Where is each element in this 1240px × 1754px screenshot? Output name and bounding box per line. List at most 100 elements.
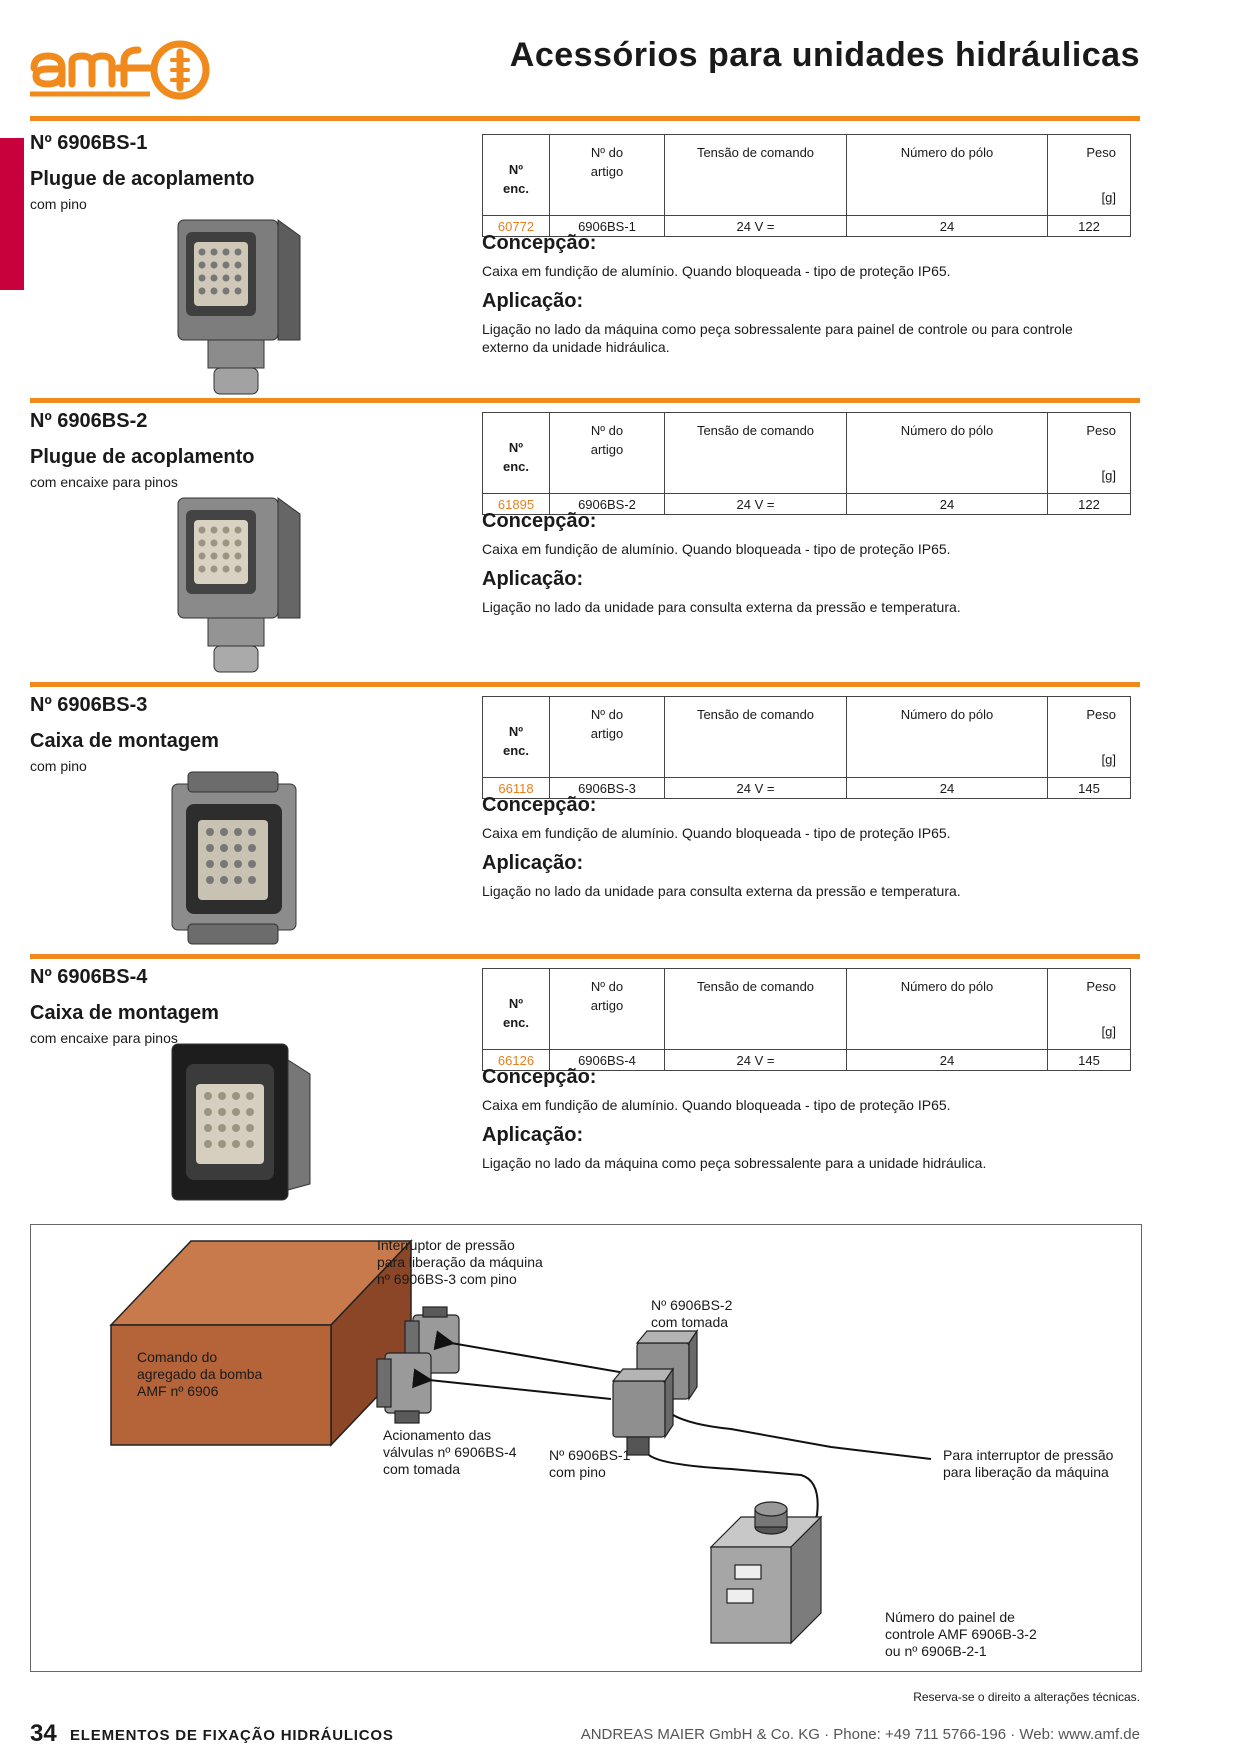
voltage-value: 24 V = xyxy=(664,1049,847,1071)
mounted-housing-bottom xyxy=(376,1352,432,1424)
coupling-plug-with-pins-icon xyxy=(177,219,301,395)
poles-value: 24 xyxy=(846,215,1048,237)
aplic-text: Ligação no lado da unidade para consulta… xyxy=(482,599,961,615)
th-voltage: Tensão de comando xyxy=(664,134,847,216)
aplic-heading: Aplicação: xyxy=(482,290,584,312)
section-divider xyxy=(30,398,1140,403)
th-weight: Peso[g] xyxy=(1047,134,1131,216)
concep-heading: Concepção: xyxy=(482,510,597,532)
section-divider xyxy=(30,954,1140,959)
section-number-3: Nº 6906BS-3 xyxy=(30,694,148,716)
section-number-1: Nº 6906BS-1 xyxy=(30,132,148,154)
voltage-value: 24 V = xyxy=(664,777,847,799)
label-valves: Acionamento das válvulas nº 6906BS-4 com… xyxy=(383,1427,517,1477)
concep-text: Caixa em fundição de alumínio. Quando bl… xyxy=(482,1097,951,1113)
aplic-heading: Aplicação: xyxy=(482,1124,584,1146)
coupling-plug-with-sockets-image xyxy=(164,490,314,676)
article-number: 6906BS-1 xyxy=(549,215,665,237)
aplic-heading: Aplicação: xyxy=(482,852,584,874)
table-row: 61895 6906BS-2 24 V = 24 122 xyxy=(482,493,1131,515)
control-panel xyxy=(709,1501,823,1645)
label-pump-control: Comando do agregado da bomba AMF nº 6906 xyxy=(137,1349,263,1399)
order-number[interactable]: 66118 xyxy=(482,777,550,799)
th-poles: Número do pólo xyxy=(846,134,1048,216)
concep-text: Caixa em fundição de alumínio. Quando bl… xyxy=(482,825,951,841)
concep-heading: Concepção: xyxy=(482,794,597,816)
section-divider xyxy=(30,682,1140,687)
footer-title: ELEMENTOS DE FIXAÇÃO HIDRÁULICOS xyxy=(70,1727,394,1744)
section-subtitle: com pino xyxy=(30,196,87,212)
section-name: Plugue de acoplamento xyxy=(30,168,255,190)
section-name: Caixa de montagem xyxy=(30,730,219,752)
th-weight: Peso[g] xyxy=(1047,968,1131,1050)
table-row: 60772 6906BS-1 24 V = 24 122 xyxy=(482,215,1131,237)
voltage-value: 24 V = xyxy=(664,493,847,515)
th-poles: Número do pólo xyxy=(846,412,1048,494)
mounting-housing-with-sockets-icon xyxy=(171,1043,311,1201)
pump-control-box xyxy=(109,1239,413,1447)
weight-value: 145 xyxy=(1047,777,1131,799)
page-number: 34 xyxy=(30,1720,57,1747)
section-number-4: Nº 6906BS-4 xyxy=(30,966,148,988)
th-weight: Peso[g] xyxy=(1047,412,1131,494)
voltage-value: 24 V = xyxy=(664,215,847,237)
th-poles: Número do pólo xyxy=(846,968,1048,1050)
section-name: Caixa de montagem xyxy=(30,1002,219,1024)
aplic-text: Ligação no lado da máquina como peça sob… xyxy=(482,321,1073,355)
table-row: 66118 6906BS-3 24 V = 24 145 xyxy=(482,777,1131,799)
section-subtitle: com encaixe para pinos xyxy=(30,1030,178,1046)
wiring-diagram: Interruptor de pressão para liberação da… xyxy=(30,1224,1142,1672)
mounting-housing-with-pins-image xyxy=(164,764,314,950)
amf-logo xyxy=(30,38,222,102)
weight-value: 122 xyxy=(1047,215,1131,237)
poles-value: 24 xyxy=(846,1049,1048,1071)
th-voltage: Tensão de comando xyxy=(664,968,847,1050)
label-to-switch: Para interruptor de pressão para liberaç… xyxy=(943,1447,1114,1480)
concep-text: Caixa em fundição de alumínio. Quando bl… xyxy=(482,263,951,279)
footnote: Reserva-se o direito a alterações técnic… xyxy=(913,1690,1140,1704)
label-bs1: Nº 6906BS-1 com pino xyxy=(549,1447,631,1480)
mounting-housing-with-pins-icon xyxy=(171,771,297,945)
page-title: Acessórios para unidades hidráulicas xyxy=(509,36,1140,74)
order-number[interactable]: 66126 xyxy=(482,1049,550,1071)
th-voltage: Tensão de comando xyxy=(664,412,847,494)
section-subtitle: com pino xyxy=(30,758,87,774)
article-number: 6906BS-4 xyxy=(549,1049,665,1071)
label-pressure-switch: Interruptor de pressão para liberação da… xyxy=(377,1237,543,1287)
wiring-diagram-drawing xyxy=(109,1239,932,1645)
table-row: 66126 6906BS-4 24 V = 24 145 xyxy=(482,1049,1131,1071)
label-bs2: Nº 6906BS-2 com tomada xyxy=(651,1297,733,1330)
concep-heading: Concepção: xyxy=(482,232,597,254)
coupling-plug-with-pins-image xyxy=(164,212,314,398)
aplic-text: Ligação no lado da unidade para consulta… xyxy=(482,883,961,899)
article-number: 6906BS-3 xyxy=(549,777,665,799)
weight-value: 122 xyxy=(1047,493,1131,515)
article-number: 6906BS-2 xyxy=(549,493,665,515)
chapter-tab xyxy=(0,138,24,290)
section-divider xyxy=(30,116,1140,121)
order-number[interactable]: 60772 xyxy=(482,215,550,237)
poles-value: 24 xyxy=(846,493,1048,515)
section-name: Plugue de acoplamento xyxy=(30,446,255,468)
aplic-heading: Aplicação: xyxy=(482,568,584,590)
aplic-text: Ligação no lado da máquina como peça sob… xyxy=(482,1155,987,1171)
section-number-2: Nº 6906BS-2 xyxy=(30,410,148,432)
label-control-panel: Número do painel de controle AMF 6906B-3… xyxy=(885,1609,1037,1659)
th-weight: Peso[g] xyxy=(1047,696,1131,778)
th-voltage: Tensão de comando xyxy=(664,696,847,778)
